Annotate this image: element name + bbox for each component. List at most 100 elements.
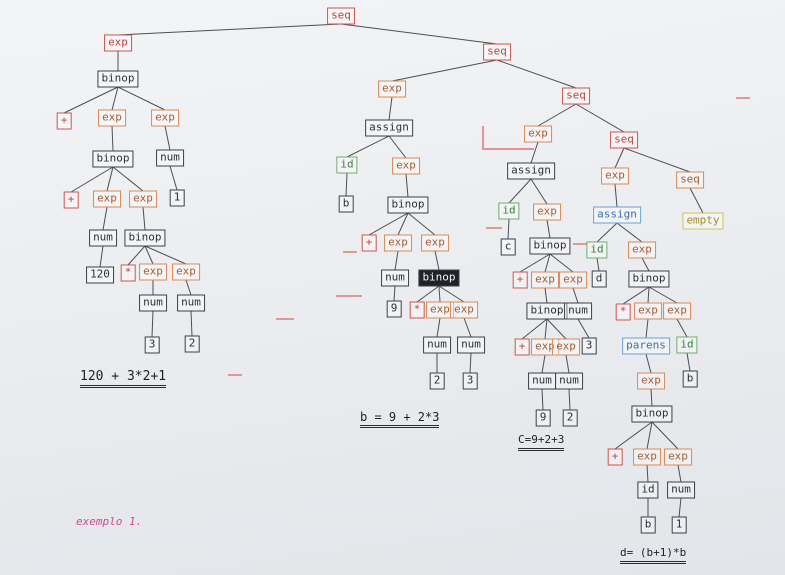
- tree-edge: [650, 388, 653, 407]
- tree-edge: [368, 212, 409, 236]
- node-exp: exp: [524, 125, 552, 143]
- tree-edge: [568, 388, 571, 411]
- node-binop: binop: [418, 269, 460, 287]
- tree-edge: [541, 388, 544, 411]
- tree-edge: [142, 206, 146, 231]
- tree-edge: [645, 318, 649, 339]
- tree-edge: [678, 497, 682, 518]
- tree-edge: [530, 141, 539, 164]
- node-binop: binop: [628, 270, 670, 288]
- expression-label: C=9+2+3: [518, 433, 565, 451]
- node-binop: binop: [631, 405, 673, 423]
- node-leaf: b: [640, 516, 656, 534]
- tree-edge: [144, 245, 187, 265]
- tree-edge: [616, 222, 643, 243]
- tree-edge: [596, 222, 618, 243]
- marker-dash: [276, 318, 294, 320]
- tree-edge: [190, 310, 193, 337]
- node-num: num: [423, 336, 451, 354]
- tree-edge: [544, 287, 548, 304]
- node-exp: exp: [601, 167, 629, 185]
- tree-edge: [397, 212, 409, 236]
- tree-edge: [469, 352, 472, 374]
- node-seq: seq: [483, 43, 511, 61]
- tree-edge: [438, 285, 465, 303]
- tree-edge: [614, 183, 618, 208]
- node-exp: exp: [98, 109, 126, 127]
- node-exp: exp: [637, 372, 665, 390]
- node-leaf: 3: [462, 372, 478, 390]
- tree-edge: [530, 178, 548, 205]
- tree-edge: [577, 318, 590, 339]
- tree-edge: [645, 353, 652, 374]
- tree-edge: [388, 96, 393, 121]
- tree-edge: [623, 147, 691, 173]
- tree-edge: [407, 212, 436, 236]
- tree-edge: [117, 23, 342, 36]
- tree-edge: [622, 286, 650, 305]
- tree-edge: [496, 59, 577, 89]
- tree-edge: [686, 352, 691, 372]
- tree-edge: [565, 354, 570, 374]
- node-star: *: [409, 301, 425, 319]
- marker-dash: [336, 295, 362, 297]
- tree-edge: [546, 219, 551, 239]
- node-exp: exp: [378, 80, 406, 98]
- node-leaf: d: [591, 270, 607, 288]
- node-star: *: [615, 303, 631, 321]
- tree-edge: [546, 318, 567, 340]
- node-exp: exp: [172, 263, 200, 281]
- tree-edge: [112, 166, 144, 192]
- tree-edge: [438, 285, 441, 303]
- tree-edge: [394, 250, 399, 271]
- tree-edge: [572, 287, 579, 304]
- node-num: num: [528, 372, 556, 390]
- node-plus: +: [512, 271, 528, 289]
- node-parens: parens: [622, 337, 670, 355]
- node-star: *: [120, 264, 136, 282]
- tree-edge: [537, 103, 577, 127]
- tree-edge: [70, 166, 114, 193]
- tree-edge: [575, 103, 625, 133]
- tree-edge: [507, 218, 510, 240]
- tree-edge: [614, 421, 653, 450]
- node-plus: +: [361, 234, 377, 252]
- node-exp: exp: [634, 302, 662, 320]
- node-leaf: 1: [671, 516, 687, 534]
- node-assign: assign: [507, 162, 555, 180]
- node-assign: assign: [593, 206, 641, 224]
- node-leaf: 2: [429, 372, 445, 390]
- node-exp: exp: [628, 241, 656, 259]
- node-exp: exp: [552, 338, 580, 356]
- red-scribble: [482, 126, 534, 150]
- node-leaf: 3: [144, 336, 160, 354]
- node-exp: exp: [531, 271, 559, 289]
- node-plus: +: [63, 191, 79, 209]
- node-num: num: [667, 481, 695, 499]
- node-num: num: [139, 294, 167, 312]
- tree-edge: [388, 135, 407, 159]
- node-plus: +: [514, 338, 530, 356]
- tree-edge: [463, 317, 472, 338]
- marker-dash: [486, 227, 502, 229]
- marker-dash: [343, 251, 357, 253]
- node-num: num: [564, 302, 592, 320]
- node-seq: seq: [610, 131, 638, 149]
- node-id: id: [676, 336, 698, 354]
- node-assign: assign: [365, 119, 413, 137]
- node-leaf: 9: [386, 300, 402, 318]
- node-exp: exp: [531, 338, 559, 356]
- tree-edge: [63, 86, 119, 114]
- node-seq: seq: [327, 7, 355, 25]
- node-num: num: [381, 269, 409, 287]
- tree-edge: [521, 318, 548, 340]
- tree-edge: [340, 23, 498, 45]
- node-leaf: b: [682, 370, 698, 388]
- tree-edge: [519, 253, 551, 273]
- node-exp: exp: [139, 263, 167, 281]
- tree-edge: [151, 310, 154, 338]
- node-binop: binop: [92, 150, 134, 168]
- tree-edge: [106, 166, 114, 192]
- expression-label: b = 9 + 2*3: [360, 410, 440, 428]
